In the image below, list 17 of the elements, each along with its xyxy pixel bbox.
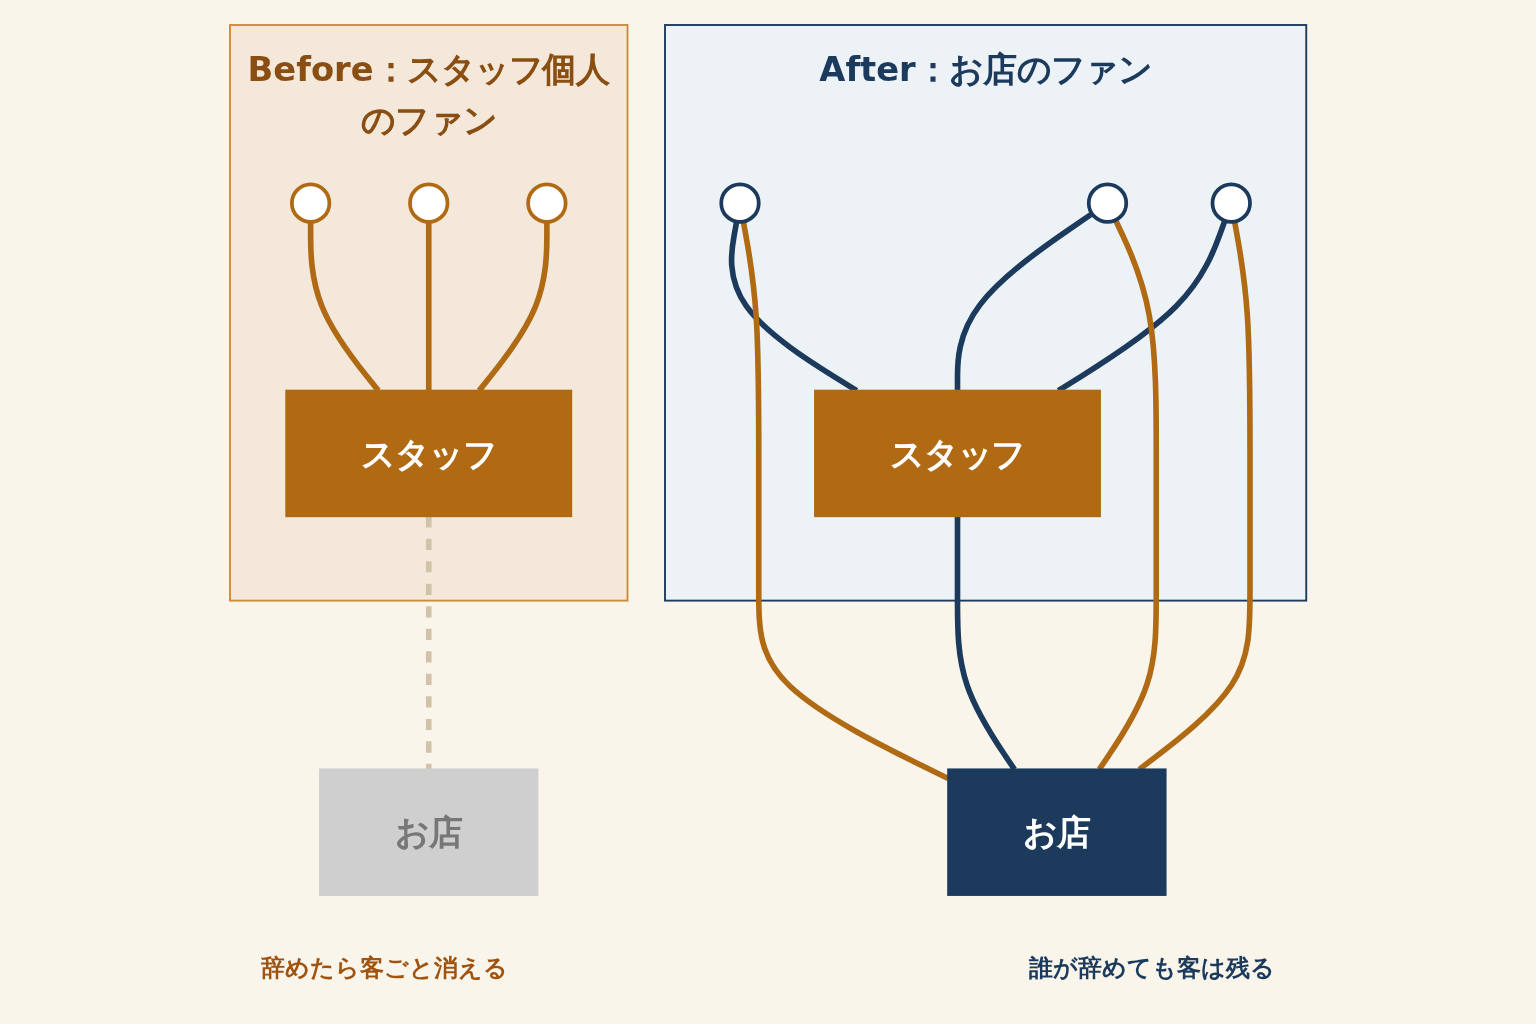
node-box: お店: [947, 768, 1167, 896]
connector: [954, 211, 1094, 391]
connector: [954, 516, 1017, 771]
connector: [425, 221, 432, 391]
connector: [425, 516, 432, 770]
node-box: お店: [318, 768, 539, 896]
node-circle: [1086, 182, 1128, 224]
node-box: スタッフ: [813, 389, 1101, 518]
node-circle: [289, 182, 332, 224]
node-circle: [526, 182, 568, 224]
caption-text: 誰が辞めても客は残る: [1029, 953, 1276, 984]
caption-text: 辞めたら客ごと消える: [260, 953, 508, 984]
node-box: スタッフ: [285, 389, 573, 518]
node-circle: [719, 182, 761, 224]
connector: [1096, 218, 1159, 771]
node-circle: [1210, 182, 1252, 224]
node-circle: [408, 182, 450, 224]
